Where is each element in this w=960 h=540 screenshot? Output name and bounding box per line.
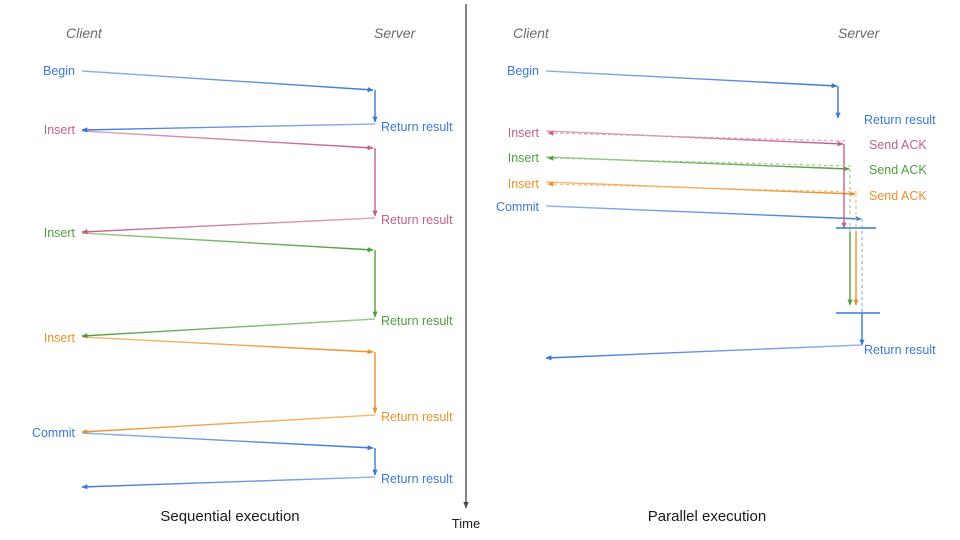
server-message-label-4: Return result xyxy=(864,343,936,357)
time-axis-label: Time xyxy=(452,516,480,531)
response-arrow-commit-response xyxy=(81,476,376,490)
lane-header-server: Server xyxy=(374,25,417,41)
lane-header-client: Client xyxy=(513,25,550,41)
request-arrow-commit-request xyxy=(545,205,862,222)
panel-caption-sequential: Sequential execution xyxy=(160,508,299,525)
ack-arrow-insert1-ack xyxy=(547,130,846,142)
ack-arrow-insert2-ack xyxy=(547,155,852,167)
client-message-label-commit-4: Commit xyxy=(496,200,540,214)
response-arrow-begin-response xyxy=(81,123,376,133)
request-arrow-begin-request xyxy=(545,70,838,89)
server-message-label-2: Send ACK xyxy=(869,163,927,177)
request-arrow-begin-request xyxy=(81,70,374,93)
client-message-label-insert-3: Insert xyxy=(44,331,76,345)
panel-caption-parallel: Parallel execution xyxy=(648,508,766,525)
time-axis-layer: Time xyxy=(452,4,480,531)
request-arrow-insert3-request xyxy=(81,336,374,355)
response-arrow-insert3-response xyxy=(81,414,376,435)
server-message-label-3: Send ACK xyxy=(869,189,927,203)
response-arrow-insert2-response xyxy=(81,318,376,339)
client-message-label-insert-3: Insert xyxy=(508,177,540,191)
server-message-label-3: Return result xyxy=(381,410,453,424)
server-message-label-2: Return result xyxy=(381,314,453,328)
client-message-label-insert-2: Insert xyxy=(44,226,76,240)
request-arrow-insert2-request xyxy=(81,232,374,253)
client-message-label-begin-0: Begin xyxy=(507,64,539,78)
response-arrow-insert1-response xyxy=(81,217,376,235)
client-message-label-begin-0: Begin xyxy=(43,64,75,78)
client-message-label-insert-1: Insert xyxy=(44,123,76,137)
server-message-label-4: Return result xyxy=(381,472,453,486)
server-message-label-1: Return result xyxy=(381,213,453,227)
request-arrow-commit-request xyxy=(81,432,374,451)
response-arrow-commit-response xyxy=(545,344,863,361)
server-message-label-1: Send ACK xyxy=(869,138,927,152)
server-message-label-0: Return result xyxy=(381,120,453,134)
request-arrow-insert1-request xyxy=(81,130,374,151)
server-message-label-0: Return result xyxy=(864,113,936,127)
client-message-label-commit-4: Commit xyxy=(32,426,76,440)
client-message-label-insert-1: Insert xyxy=(508,126,540,140)
lane-header-server: Server xyxy=(838,25,881,41)
client-message-label-insert-2: Insert xyxy=(508,151,540,165)
lane-header-client: Client xyxy=(66,25,103,41)
